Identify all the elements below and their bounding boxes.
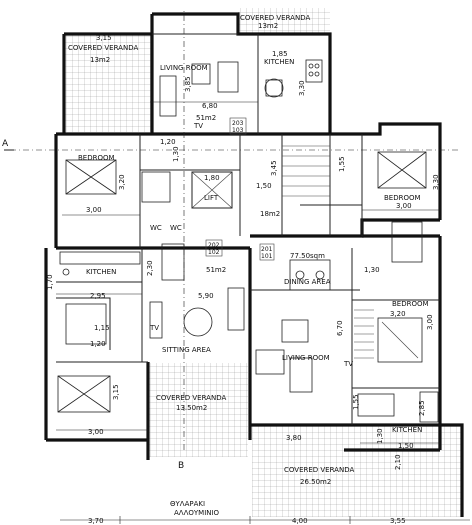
room-living-room-top: LIVING ROOM [160,64,208,72]
room-kitchen-top: KITCHEN [264,58,294,66]
room-sitting-area: SITTING AREA [162,346,211,354]
room-covered-veranda-top-right-area: 13m2 [258,22,278,30]
dim-300-right: 3,00 [396,202,412,210]
dim-150: 1,50 [256,182,272,190]
room-unit-left-area: 51m2 [206,266,226,274]
dim-155-lower: 1,55 [352,394,360,410]
dim-670: 6,70 [336,320,344,336]
dim-355: 3,55 [390,517,406,525]
unit-203-label: 203 [232,120,244,127]
mailbox-label-line1: ΘΥΛΑΡΑΚΙ [170,500,205,508]
dim-300-left: 3,00 [86,206,102,214]
mailbox-label-line2: ΑΛΛΟΥΜΙΝΙΟ [174,509,220,517]
room-covered-veranda-lower-left-area: 13.50m2 [176,404,207,412]
room-lift: LIFT [204,194,219,202]
dim-295: 2,95 [90,292,106,300]
unit-102-label: 102 [208,249,220,256]
plan-labels: 203 103 202 102 201 101 TV TV TV WC WC Θ… [149,117,353,517]
room-covered-veranda-top-left-area: 13m2 [90,56,110,64]
tv-top-label: TV [193,122,203,130]
room-bedroom-right: BEDROOM [384,194,421,202]
wc-left-label: WC [150,224,162,232]
unit-202-label: 202 [208,242,220,249]
room-kitchen-lower-right: KITCHEN [392,426,422,434]
section-a-label: A [2,139,9,149]
dim-385: 3,85 [184,76,192,92]
dim-170: 1,70 [46,274,54,290]
dim-210: 2,10 [394,454,402,470]
wc-mid-label: WC [170,224,182,232]
room-top-unit-area: 51m2 [196,114,216,122]
dim-180: 1,80 [204,174,220,182]
dim-320-right: 3,20 [390,310,406,318]
room-dining-area: DINING AREA [284,278,331,286]
section-markers: A B [2,139,184,471]
dim-400: 4,00 [292,517,308,525]
dim-315: 3,15 [96,34,112,42]
dim-680: 6,80 [202,102,218,110]
unit-101-label: 101 [261,253,273,260]
unit-103-label: 103 [232,127,244,134]
room-covered-veranda-bottom-area: 26.50m2 [300,478,331,486]
dim-330-right: 3,30 [432,174,440,190]
dim-185: 1,85 [272,50,288,58]
dim-320: 3,20 [118,174,126,190]
section-b-label: B [178,461,184,471]
room-covered-veranda-bottom: COVERED VERANDA [284,466,354,474]
dimension-labels: 3,15 1,85 3,85 3,30 6,80 1,20 1,30 3,20 … [46,34,440,525]
room-covered-veranda-top-right: COVERED VERANDA [240,14,310,22]
dim-300-br: 3,00 [426,314,434,330]
room-kitchen-left: KITCHEN [86,268,116,276]
room-labels: COVERED VERANDA 13m2 COVERED VERANDA 13m… [68,14,429,486]
dim-130-mid: 1,30 [172,146,180,162]
room-living-room-lower: LIVING ROOM [282,354,330,362]
dim-230: 2,30 [146,260,154,276]
dim-370: 3,70 [88,517,104,525]
interior-walls [56,33,440,425]
tv-left-label: TV [149,324,159,332]
dim-590: 5,90 [198,292,214,300]
dim-330-top: 3,30 [298,80,306,96]
dim-315-lower: 3,15 [112,384,120,400]
dim-120-lower: 1,20 [90,340,106,348]
dim-150-lower: 1,50 [398,442,414,450]
room-apartment-area: 77.50sqm [290,252,325,260]
tv-right-label: TV [343,360,353,368]
room-covered-veranda-lower-left: COVERED VERANDA [156,394,226,402]
dim-300-bottom: 3,00 [88,428,104,436]
unit-201-label: 201 [261,246,273,253]
room-covered-veranda-top-left: COVERED VERANDA [68,44,138,52]
veranda-hatching [64,8,462,517]
dim-130-kit: 1,30 [376,428,384,444]
dim-115: 1,15 [94,324,110,332]
dim-130-right: 1,30 [364,266,380,274]
room-bedroom-lower-right: BEDROOM [392,300,429,308]
dimension-lines [10,10,470,524]
dim-120: 1,20 [160,138,176,146]
dim-345: 3,45 [270,160,278,176]
fixtures [57,59,439,423]
dim-155-mid: 1,55 [338,156,346,172]
dim-285: 2,85 [418,400,426,416]
room-bedroom-left: BEDROOM [78,154,115,162]
dim-380: 3,80 [286,434,302,442]
room-stair-area: 18m2 [260,210,280,218]
